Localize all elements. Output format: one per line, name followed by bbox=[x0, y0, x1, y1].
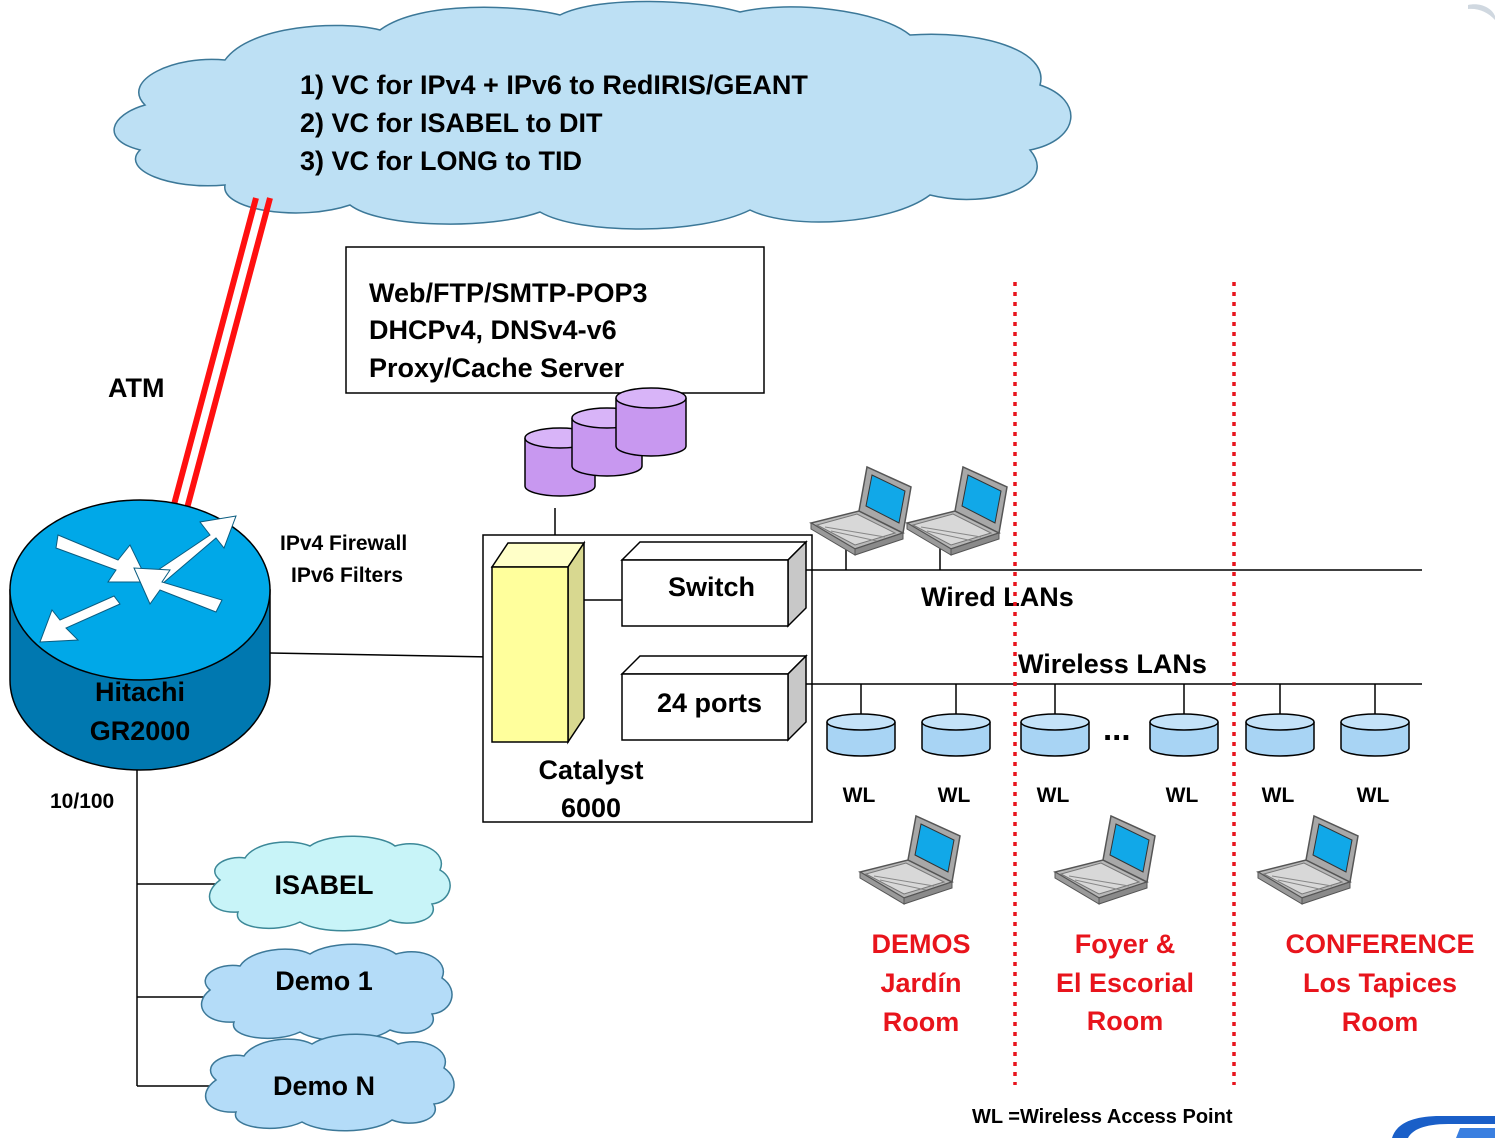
access-point-icon bbox=[1149, 713, 1219, 757]
ap-label-4: WL bbox=[1166, 784, 1199, 807]
cloud-icon bbox=[200, 943, 453, 1042]
access-point-icon bbox=[826, 713, 896, 757]
database-icon bbox=[524, 387, 687, 497]
room-conference-1: CONFERENCE bbox=[1285, 929, 1474, 959]
cloud-line-2: 2) VC for ISABEL to DIT bbox=[300, 108, 603, 138]
laptop-icon bbox=[859, 815, 961, 905]
room-foyer-3: Room bbox=[1087, 1006, 1164, 1036]
access-point-icon bbox=[1245, 713, 1315, 757]
ap-label-2: WL bbox=[938, 784, 971, 807]
access-point-icon bbox=[1340, 713, 1410, 757]
ap-label-5: WL bbox=[1262, 784, 1295, 807]
room-foyer-2: El Escorial bbox=[1056, 968, 1194, 998]
wired-lans-label: Wired LANs bbox=[921, 582, 1074, 612]
room-demos-3: Room bbox=[883, 1007, 960, 1037]
switch-label: Switch bbox=[668, 572, 755, 602]
logo-mark bbox=[1392, 4, 1495, 1138]
access-points bbox=[826, 684, 1410, 757]
server-line-1: Web/FTP/SMTP-POP3 bbox=[369, 278, 648, 308]
room-demos-2: Jardín bbox=[880, 968, 961, 998]
room-conference-2: Los Tapices bbox=[1303, 968, 1457, 998]
server-line-2: DHCPv4, DNSv4-v6 bbox=[369, 315, 617, 345]
access-point-icon bbox=[921, 713, 991, 757]
cloud-icon bbox=[113, 0, 1072, 230]
room-foyer-1: Foyer & bbox=[1075, 929, 1176, 959]
firewall-line-1: IPv4 Firewall bbox=[280, 532, 407, 555]
subnet-demo-n: Demo N bbox=[273, 1071, 375, 1101]
wireless-lans-label: Wireless LANs bbox=[1018, 649, 1207, 679]
router-line-1: Hitachi bbox=[95, 677, 185, 707]
switch-module bbox=[620, 540, 808, 628]
ports-label: 24 ports bbox=[657, 688, 762, 718]
ellipsis: ... bbox=[1103, 710, 1131, 747]
ap-label-1: WL bbox=[843, 784, 876, 807]
catalyst-line-2: 6000 bbox=[561, 793, 621, 823]
ap-label-3: WL bbox=[1037, 784, 1070, 807]
ports-module bbox=[620, 654, 808, 742]
catalyst-line-1: Catalyst bbox=[538, 755, 643, 785]
atm-label: ATM bbox=[108, 373, 164, 403]
legend-note: WL =Wireless Access Point bbox=[972, 1106, 1233, 1128]
cloud-line-1: 1) VC for IPv4 + IPv6 to RedIRIS/GEANT bbox=[300, 70, 808, 100]
port-speed-label: 10/100 bbox=[50, 790, 114, 813]
laptop-icon bbox=[1257, 815, 1359, 905]
laptop-icon bbox=[1054, 815, 1156, 905]
laptop-icon bbox=[810, 466, 912, 556]
subnet-demo-1: Demo 1 bbox=[275, 966, 373, 996]
ap-label-6: WL bbox=[1357, 784, 1390, 807]
laptop-icon bbox=[906, 466, 1008, 556]
router-icon bbox=[9, 499, 271, 771]
server-box bbox=[345, 246, 765, 394]
cloud-icon bbox=[208, 835, 451, 932]
subnet-isabel: ISABEL bbox=[274, 870, 373, 900]
room-conference-3: Room bbox=[1342, 1007, 1419, 1037]
router-line-2: GR2000 bbox=[90, 716, 191, 746]
firewall-line-2: IPv6 Filters bbox=[291, 564, 403, 587]
room-demos-1: DEMOS bbox=[871, 929, 970, 959]
atm-link bbox=[169, 197, 273, 513]
cloud-icon bbox=[204, 1033, 455, 1132]
server-line-3: Proxy/Cache Server bbox=[369, 353, 625, 383]
catalyst-chassis bbox=[490, 540, 586, 745]
access-point-icon bbox=[1020, 713, 1090, 757]
cloud-line-3: 3) VC for LONG to TID bbox=[300, 146, 582, 176]
